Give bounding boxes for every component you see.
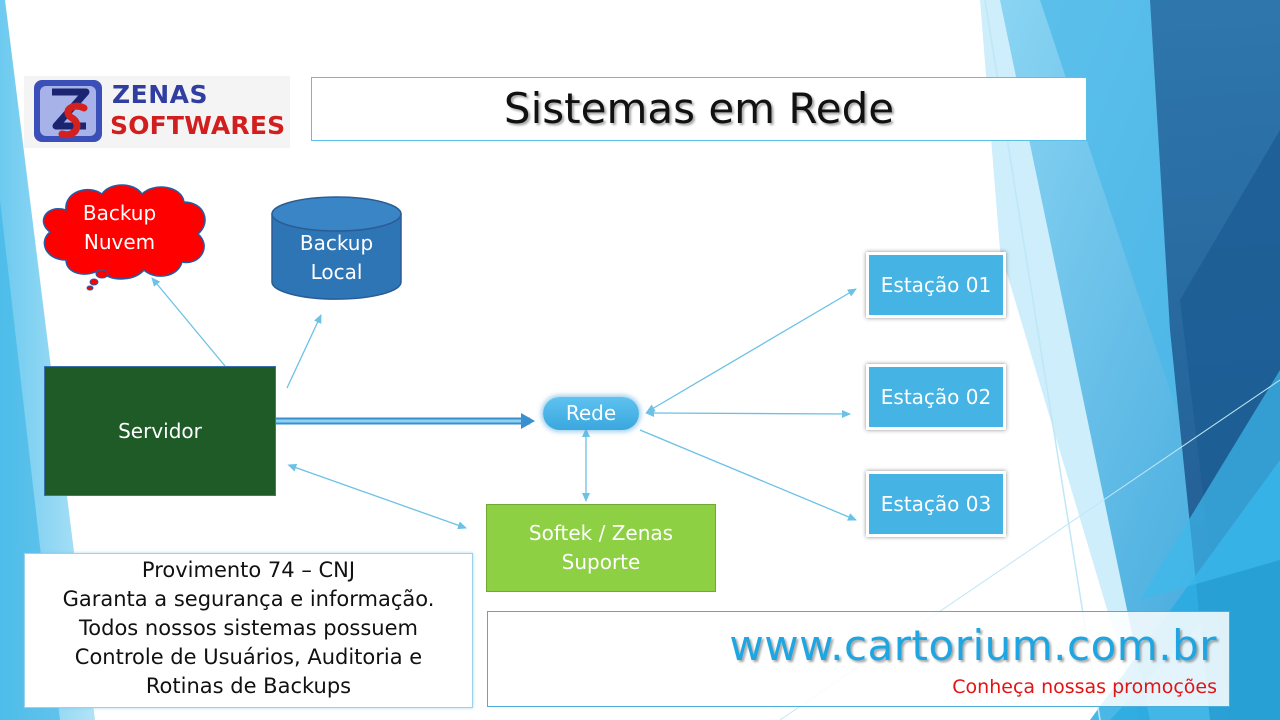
suporte-label: Softek / Zenas Suporte — [529, 519, 673, 577]
zs-monogram-icon — [34, 80, 102, 142]
arrow-rede-estacao-02 — [645, 409, 851, 418]
promo-url-link[interactable]: www.cartorium.com.br — [729, 621, 1217, 670]
rede-label: Rede — [565, 401, 617, 425]
provimento-line-3: Todos nossos sistemas possuem — [79, 616, 418, 640]
database-cylinder-icon — [271, 196, 402, 300]
backup-local-line1: Backup — [299, 231, 374, 255]
provimento-box: Provimento 74 – CNJ Garanta a segurança … — [24, 553, 473, 708]
suporte-node[interactable]: Softek / Zenas Suporte — [486, 504, 716, 592]
title-box: Sistemas em Rede — [311, 77, 1087, 141]
arrow-rede-estacao-03 — [639, 429, 857, 521]
arrow-servidor-suporte — [287, 463, 467, 530]
logo-text-zenas: ZENAS — [112, 80, 208, 109]
estacao-01-label: Estação 01 — [880, 272, 992, 297]
provimento-line-2: Garanta a segurança e informação. — [62, 587, 435, 611]
provimento-line-5: Rotinas de Backups — [145, 674, 352, 698]
rede-node[interactable]: Rede — [543, 397, 639, 430]
backup-nuvem-node[interactable]: Backup Nuvem — [36, 180, 211, 295]
backup-nuvem-line1: Backup — [82, 201, 157, 225]
servidor-label: Servidor — [118, 418, 202, 443]
arrow-rede-estacao-01 — [645, 288, 857, 413]
provimento-line-4: Controle de Usuários, Auditoria e — [74, 645, 423, 669]
cloud-icon — [42, 184, 206, 291]
backup-local-node[interactable]: Backup Local — [271, 196, 402, 302]
company-logo: ZENAS SOFTWARES — [24, 76, 290, 148]
estacao-01-node[interactable]: Estação 01 — [866, 252, 1006, 318]
logo-text-softwares: SOFTWARES — [110, 111, 286, 140]
arrow-servidor-nuvem — [151, 277, 226, 367]
servidor-node[interactable]: Servidor — [44, 366, 276, 496]
arrow-servidor-local — [286, 314, 322, 389]
backup-local-line2: Local — [310, 260, 363, 284]
estacao-02-node[interactable]: Estação 02 — [866, 364, 1006, 430]
estacao-03-label: Estação 03 — [880, 491, 992, 516]
backup-nuvem-line2: Nuvem — [83, 230, 156, 254]
suporte-line2: Suporte — [561, 550, 641, 574]
estacao-03-node[interactable]: Estação 03 — [866, 471, 1006, 537]
backup-local-label: Backup Local — [271, 229, 402, 287]
suporte-line1: Softek / Zenas — [528, 521, 674, 545]
estacao-02-label: Estação 02 — [880, 384, 992, 409]
provimento-line-1: Provimento 74 – CNJ — [141, 558, 356, 582]
page-title: Sistemas em Rede — [503, 84, 895, 133]
promo-box: www.cartorium.com.br Conheça nossas prom… — [487, 611, 1230, 707]
promo-subtitle: Conheça nossas promoções — [952, 676, 1217, 698]
backup-nuvem-label: Backup Nuvem — [28, 199, 211, 257]
